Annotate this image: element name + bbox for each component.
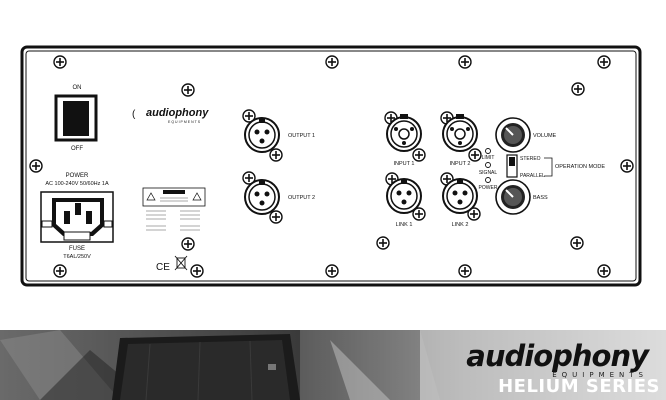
link-2-label: LINK 2 (452, 222, 469, 228)
link-1-label: LINK 1 (396, 222, 413, 228)
switch-off-label: OFF (71, 146, 83, 152)
fuse-spec: T6AL/250V (63, 254, 91, 260)
operation-mode-switch[interactable] (506, 154, 518, 178)
bass-knob[interactable] (495, 179, 531, 215)
svg-text:audiophony: audiophony (146, 107, 209, 119)
input-2-label: INPUT 2 (450, 161, 471, 167)
banner-brand-sub: EQUIPMENTS (552, 371, 648, 379)
product-banner: audiophony EQUIPMENTS HELIUM SERIES (0, 330, 666, 400)
warning-label (142, 187, 206, 231)
svg-text:(: ( (132, 109, 136, 120)
output-1-label: OUTPUT 1 (288, 133, 315, 139)
brand-logo: ( audiophony EQUIPMENTS (132, 107, 209, 124)
power-switch[interactable] (54, 94, 98, 142)
power-led (485, 177, 491, 183)
operation-mode-label: OPERATION MODE (555, 164, 605, 170)
fuse-label: FUSE (69, 246, 85, 252)
signal-led (485, 162, 491, 168)
volume-knob[interactable] (495, 117, 531, 153)
input-1-label: INPUT 1 (394, 161, 415, 167)
parallel-label: PARALLEL (520, 173, 545, 179)
bass-label: BASS (533, 195, 548, 201)
switch-on-label: ON (73, 85, 82, 91)
output-2-label: OUTPUT 2 (288, 195, 315, 201)
ce-mark: CE (156, 262, 170, 273)
svg-text:EQUIPMENTS: EQUIPMENTS (168, 120, 201, 124)
fuse-holder[interactable] (63, 231, 91, 241)
power-label: POWER (66, 173, 89, 179)
limit-label: LIMIT (482, 155, 495, 161)
limit-led (485, 148, 491, 154)
panel-plate (20, 45, 642, 287)
stereo-label: STEREO (520, 156, 541, 162)
volume-label: VOLUME (533, 133, 557, 139)
signal-label: SIGNAL (479, 170, 498, 176)
series-title: HELIUM SERIES (498, 376, 660, 397)
power-spec: AC 100-240V 50/60Hz 1A (45, 181, 109, 187)
weee-bin-icon (174, 255, 188, 271)
rear-panel: ON OFF POWER AC 100-240V 50/60Hz 1A FUSE… (20, 45, 642, 287)
speaker-cabinet (112, 334, 300, 400)
power-inlet[interactable] (40, 191, 114, 243)
power-led-label: POWER (479, 185, 498, 191)
banner-brand-logo: audiophony (466, 339, 649, 373)
